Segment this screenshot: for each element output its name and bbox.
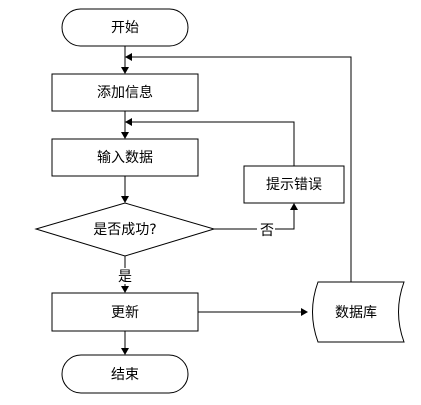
- terminator-shape: [61, 8, 189, 47]
- process-shape: [243, 165, 345, 204]
- edge-label-no: 否: [260, 223, 274, 239]
- node-end-label: 结束: [111, 367, 139, 383]
- edge-input-data-to-decision: [121, 176, 129, 203]
- edge-show-error-to-input-data: [125, 118, 295, 166]
- arrowhead: [125, 118, 132, 126]
- node-show-error: 提示错误: [243, 165, 345, 204]
- node-decision: 是否成功?: [34, 202, 216, 257]
- arrowhead: [121, 132, 129, 139]
- process-shape: [51, 138, 199, 177]
- node-start: 开始: [61, 8, 189, 47]
- decision-shape: [34, 202, 216, 257]
- node-decision-label: 是否成功?: [93, 222, 156, 238]
- process-shape: [51, 73, 199, 112]
- node-update: 更新: [51, 292, 199, 332]
- edge-start-to-add-info: [121, 46, 129, 74]
- arrowhead: [121, 286, 129, 293]
- arrowhead: [125, 53, 132, 61]
- arrowhead: [121, 67, 129, 74]
- edge-update-to-database: [198, 308, 308, 316]
- node-add-info: 添加信息: [51, 73, 199, 112]
- edge-database-to-add-info: [125, 53, 352, 282]
- process-shape: [51, 292, 199, 332]
- stored-data-shape: [312, 281, 405, 343]
- arrowhead: [121, 348, 129, 355]
- terminator-shape: [61, 354, 189, 394]
- edge-decision-no-to-show-error: 否: [214, 203, 298, 239]
- node-database: 数据库: [312, 281, 405, 343]
- node-input-data: 输入数据: [51, 138, 199, 177]
- edge-label-yes: 是: [118, 269, 132, 285]
- edge-decision-yes-to-update: 是: [118, 256, 132, 293]
- arrowhead: [121, 196, 129, 203]
- node-input-data-label: 输入数据: [97, 150, 153, 166]
- arrowhead: [290, 203, 298, 210]
- node-database-label: 数据库: [335, 305, 377, 321]
- edge-add-info-to-input-data: [121, 111, 129, 139]
- node-update-label: 更新: [111, 305, 139, 321]
- node-show-error-label: 提示错误: [266, 177, 322, 193]
- node-add-info-label: 添加信息: [97, 84, 153, 101]
- edge-update-to-end: [121, 331, 129, 355]
- arrowhead: [301, 308, 308, 316]
- node-start-label: 开始: [111, 20, 139, 36]
- node-end: 结束: [61, 354, 189, 394]
